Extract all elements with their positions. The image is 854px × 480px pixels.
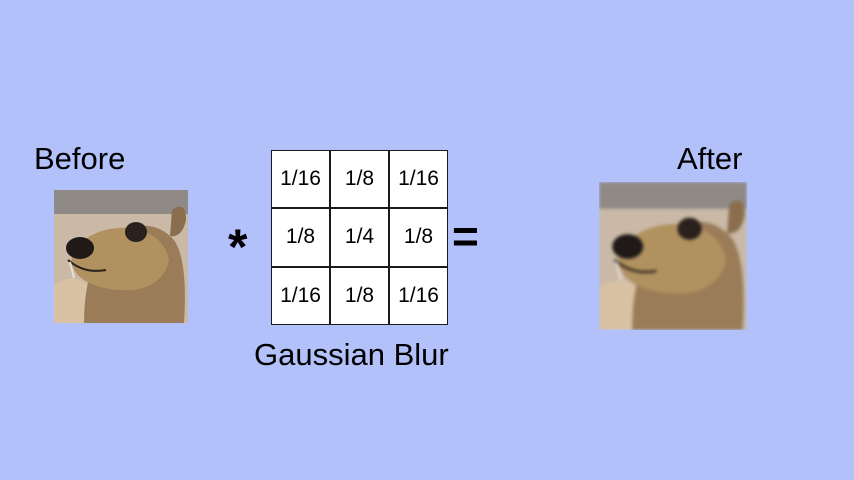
kernel-caption: Gaussian Blur [254, 337, 449, 372]
before-image [54, 190, 188, 323]
kernel-cell: 1/8 [390, 209, 447, 266]
kernel-cell: 1/4 [331, 209, 388, 266]
before-label: Before [34, 141, 126, 176]
kernel-cell: 1/16 [272, 151, 329, 208]
kernel-cell: 1/8 [331, 151, 388, 208]
kernel-cell: 1/8 [272, 209, 329, 266]
kernel-cell: 1/16 [390, 267, 447, 324]
gaussian-kernel-grid: 1/16 1/8 1/16 1/8 1/4 1/8 1/16 1/8 1/16 [271, 150, 448, 325]
kernel-cell: 1/16 [272, 267, 329, 324]
after-label: After [677, 141, 743, 176]
after-image [599, 182, 747, 330]
equals-operator: = [452, 210, 479, 262]
convolution-operator: * [228, 219, 248, 275]
kernel-cell: 1/16 [390, 151, 447, 208]
kernel-cell: 1/8 [331, 267, 388, 324]
